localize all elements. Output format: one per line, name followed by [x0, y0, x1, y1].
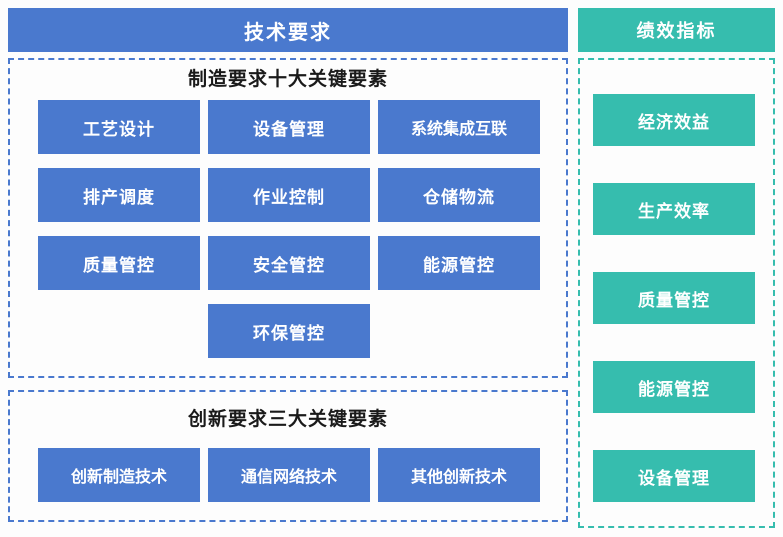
innovation-item-innovative-manufacturing-tech[interactable]: 创新制造技术 — [38, 448, 200, 502]
manufacturing-item-quality-control[interactable]: 质量管控 — [38, 236, 200, 290]
manufacturing-item-system-integration[interactable]: 系统集成互联 — [378, 100, 540, 154]
innovation-item-communication-network-tech[interactable]: 通信网络技术 — [208, 448, 370, 502]
innovation-item-other-innovative-tech[interactable]: 其他创新技术 — [378, 448, 540, 502]
manufacturing-item-operation-control[interactable]: 作业控制 — [208, 168, 370, 222]
performance-item-energy-control[interactable]: 能源管控 — [593, 361, 755, 413]
technical-requirements-header: 技术要求 — [8, 8, 568, 52]
performance-item-equipment-management[interactable]: 设备管理 — [593, 450, 755, 502]
performance-indicators-header: 绩效指标 — [578, 8, 775, 52]
performance-item-economic-benefit[interactable]: 经济效益 — [593, 94, 755, 146]
manufacturing-item-process-design[interactable]: 工艺设计 — [38, 100, 200, 154]
innovation-requirements-container — [8, 390, 568, 522]
performance-indicators-container — [578, 58, 775, 528]
manufacturing-item-warehouse-logistics[interactable]: 仓储物流 — [378, 168, 540, 222]
manufacturing-item-production-scheduling[interactable]: 排产调度 — [38, 168, 200, 222]
manufacturing-item-environmental-control[interactable]: 环保管控 — [208, 304, 370, 358]
manufacturing-item-energy-control[interactable]: 能源管控 — [378, 236, 540, 290]
manufacturing-item-safety-control[interactable]: 安全管控 — [208, 236, 370, 290]
manufacturing-item-equipment-management[interactable]: 设备管理 — [208, 100, 370, 154]
manufacturing-requirements-container — [8, 58, 568, 378]
performance-item-quality-control[interactable]: 质量管控 — [593, 272, 755, 324]
performance-item-production-efficiency[interactable]: 生产效率 — [593, 183, 755, 235]
manufacturing-section-title: 制造要求十大关键要素 — [187, 68, 388, 90]
innovation-section-title: 创新要求三大关键要素 — [187, 408, 388, 430]
